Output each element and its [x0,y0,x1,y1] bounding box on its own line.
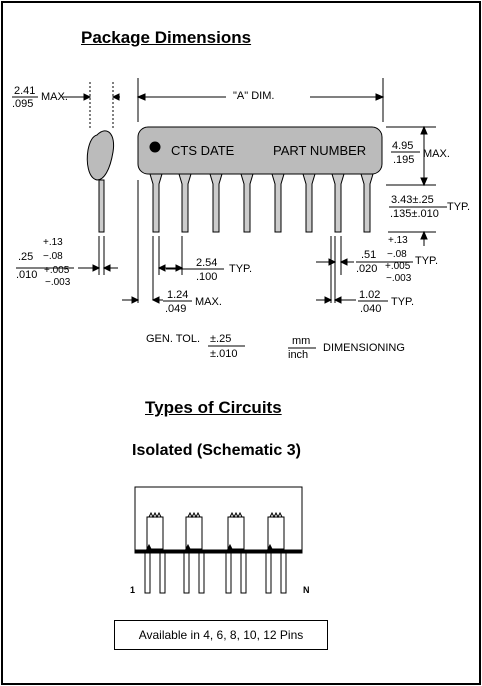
standoff-suffix: TYP. [447,201,471,213]
package-body [137,126,383,175]
pin-last-label: N [303,585,310,595]
isolated-schematic-title: Isolated (Schematic 3) [132,442,301,459]
lead-thk-in-tol-minus: −.003 [45,277,71,288]
gen-tol-in: ±.010 [210,348,238,360]
package-leads [149,173,374,233]
lead-w-in-tol-minus: −.003 [386,273,412,284]
pin1-dot [149,141,161,153]
lead-w-in-tol-plus: +.005 [385,261,411,272]
availability-box: Available in 4, 6, 8, 10, 12 Pins [114,620,328,650]
cts-date-label: CTS DATE [171,143,235,158]
lead-w-mm: .51 [361,249,377,261]
shoulder-suffix: TYP. [391,296,415,308]
dimensioning-label: DIMENSIONING [323,342,405,354]
schematic-pins [144,552,287,594]
lead-thk-mm: .25 [18,251,34,263]
pitch-in: .100 [196,271,218,283]
side-view-lead [98,179,105,233]
package-dimensions-title: Package Dimensions [81,28,252,47]
units-inch: inch [288,349,309,361]
a-dim-label: "A" DIM. [233,90,275,102]
gen-tol-mm: ±.25 [210,333,232,345]
height-mm: 4.95 [392,140,414,152]
standoff-mm: 3.43±.25 [391,194,434,206]
pitch-suffix: TYP. [229,263,253,275]
lead-thk-in: .010 [16,269,38,281]
side-view-body [86,130,115,181]
types-of-circuits-title: Types of Circuits [145,398,282,417]
lead-thk-mm-tol-minus: −.08 [43,251,63,262]
resistors [146,511,285,550]
lead-w-suffix: TYP. [415,255,439,267]
end-in: .049 [165,303,187,315]
lead-thk-mm-tol-plus: +.13 [43,237,63,248]
shoulder-mm: 1.02 [359,289,381,301]
lead-w-mm-tol-minus: −.08 [387,249,407,260]
end-suffix: MAX. [195,296,222,308]
shoulder-in: .040 [360,303,382,315]
height-in: .195 [393,154,415,166]
height-suffix: MAX. [423,148,450,160]
lead-thk-in-tol-plus: +.005 [44,265,70,276]
width-mm: 2.41 [14,85,36,97]
width-suffix: MAX. [41,91,68,103]
end-mm: 1.24 [167,289,189,301]
lead-w-mm-tol-plus: +.13 [388,235,408,246]
units-mm: mm [292,335,311,347]
width-in: .095 [12,98,34,110]
gen-tol-label: GEN. TOL. [146,333,201,345]
lead-w-in: .020 [356,263,378,275]
standoff-in: .135±.010 [390,208,439,220]
pin-first-label: 1 [130,585,136,595]
part-number-label: PART NUMBER [273,143,367,158]
pitch-mm: 2.54 [196,257,218,269]
